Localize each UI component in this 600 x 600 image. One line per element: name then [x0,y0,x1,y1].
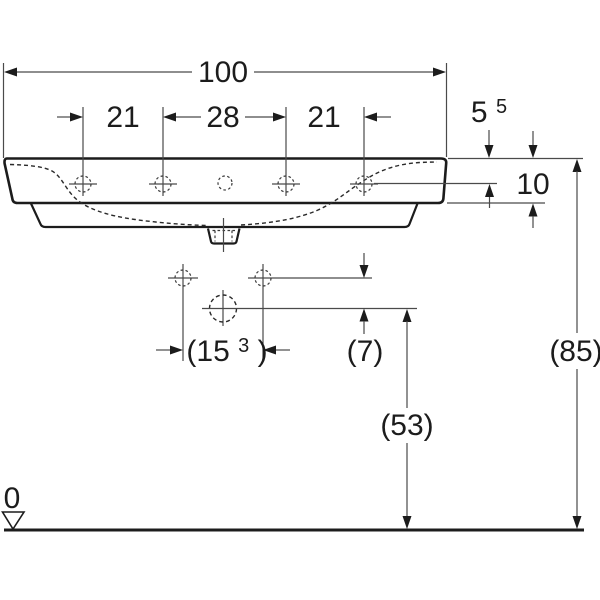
rim-thickness-label: 10 [516,168,549,201]
dimension-tap-spacings: 21 28 21 [57,101,391,134]
tap-hole-3-icon [277,175,295,193]
dim-153-right-arrow [263,345,276,355]
drain-offset-label: (7) [347,335,384,368]
taphole-depth-label: 5 5 [471,96,507,129]
tap-hole-4-icon [355,175,373,193]
dimension-drain-offset: (7) [202,253,417,368]
dim-100-text-gap [192,58,254,86]
bowl-inner-curve-left [9,163,208,227]
spacing-right-label: 21 [307,101,340,134]
dimension-taphole-depth: 5 5 [471,96,507,208]
tap-hole-2-icon [154,175,172,193]
spacing-left-label: 21 [106,101,139,134]
overall-height-label: (85) [549,335,600,368]
overall-width-label: 100 [198,56,248,89]
dim-153-left-arrow [170,345,183,355]
taphole-depth-base: 5 [471,96,488,129]
basin-outline [3,157,448,252]
dim-28-arrow-left [163,112,176,122]
spacing-center-label: 28 [206,101,239,134]
dim-28-arrow-right [273,112,286,122]
dimension-drain-height: (53) [380,309,434,529]
dim-10-down-arrow [528,145,538,158]
fixing-hole-left-icon [174,269,192,287]
drain-height-label: (53) [380,409,433,442]
basin-apron [30,203,419,229]
dim-85-up-arrow [572,159,582,172]
dim-7-up-arrow [359,308,369,322]
fixing-spacing-close: ) [258,335,268,368]
dim-55-down-arrow [484,145,494,158]
datum-zero-label: 0 [4,482,21,515]
fixing-hole-right-icon [254,269,272,287]
center-hole-icon [217,175,233,191]
dimension-rim-thickness: 10 [516,131,550,228]
dim-7-down-arrow [359,265,369,278]
bowl-inner-curve-right [240,161,438,226]
fixing-spacing-sup: 3 [238,335,249,357]
tap-hole-markers [69,107,378,196]
fixing-spacing-label: (15 3 ) [186,326,267,368]
datum-triangle-icon [1,511,26,531]
dim-21L-arrow [70,112,83,122]
fixing-spacing-open: (15 [186,335,229,368]
dim-100-arrow-right [433,67,446,77]
dim-28-text-gap [201,103,245,131]
dimension-overall-width: 100 [2,56,448,158]
dimension-fixing-spacing: (15 3 ) [156,326,290,368]
dim-10-up-arrow [528,203,538,217]
dim-53-up-arrow [402,309,412,322]
dim-85-down-arrow [572,516,582,529]
floor-datum: 0 [1,482,584,532]
dimension-overall-height: (85) [549,159,600,529]
tap-hole-1-icon [74,175,92,193]
taphole-depth-sup: 5 [496,96,507,118]
dim-100-arrow-left [4,67,17,77]
right-reference-lines [374,157,583,204]
dim-53-down-arrow [402,516,412,529]
basin-rim-band [3,157,448,205]
dim-21R-arrow [364,112,377,122]
dim-55-up-arrow [485,184,494,197]
